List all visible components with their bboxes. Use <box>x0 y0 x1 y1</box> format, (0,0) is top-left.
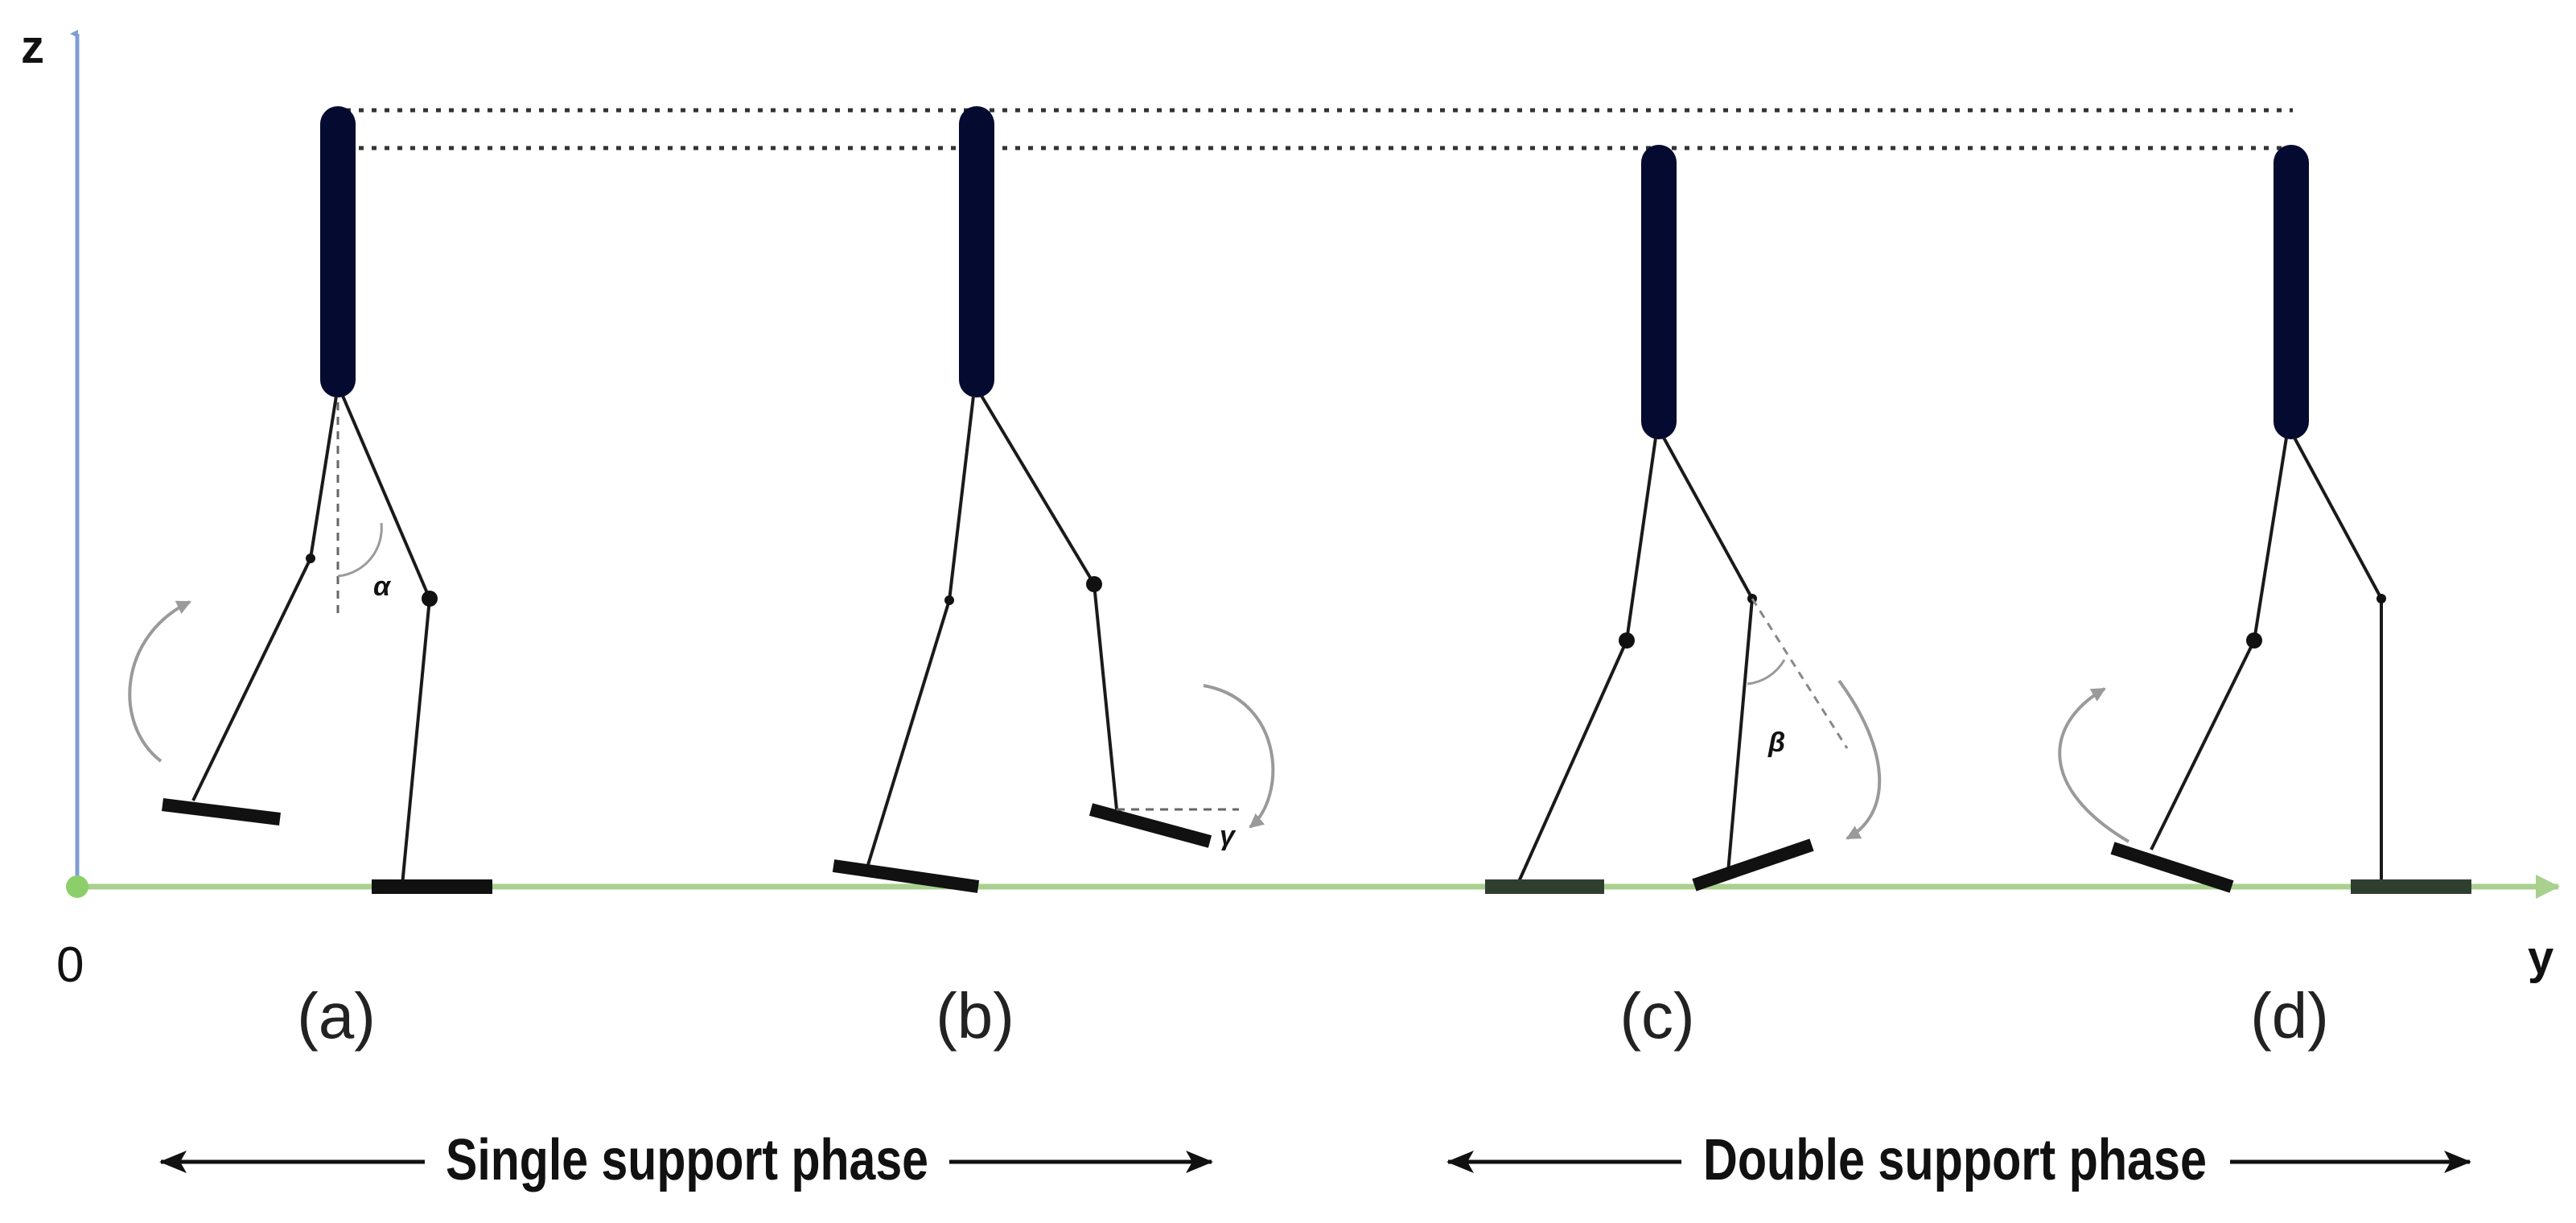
thigh <box>1625 437 1657 641</box>
swing-foot <box>162 798 281 826</box>
double-support-phase-label: Double support phase <box>1703 1128 2207 1192</box>
rotation-arrow <box>1203 684 1275 829</box>
z-axis-label: z <box>21 21 44 73</box>
thigh <box>980 394 1096 586</box>
knee-joint <box>306 554 315 563</box>
torso <box>1641 145 1677 439</box>
knee-joint <box>1619 632 1635 649</box>
shank <box>1726 598 1754 873</box>
angle-arc <box>1747 659 1786 686</box>
shank <box>191 558 312 801</box>
biped-figure-d <box>2058 145 2471 894</box>
single-support-phase-indicator: Single support phase <box>159 1128 1213 1192</box>
figure-label-d: (d) <box>2250 980 2329 1052</box>
swing-arrow <box>2058 687 2130 843</box>
torso <box>320 106 356 397</box>
angle-beta-label: β <box>1767 727 1785 758</box>
torso <box>959 106 994 397</box>
y-axis-label: y <box>2528 932 2553 984</box>
thigh <box>2253 437 2288 641</box>
torso <box>2274 145 2309 439</box>
shank <box>2150 640 2256 850</box>
thigh <box>2293 437 2383 599</box>
thigh <box>948 395 975 601</box>
shank <box>401 598 431 886</box>
push-off-foot <box>1088 803 1212 848</box>
biped-figure-b: γ <box>832 106 1275 893</box>
origin-label: 0 <box>56 937 84 993</box>
shank <box>866 599 951 868</box>
stance-foot <box>832 859 980 893</box>
single-support-phase-label: Single support phase <box>446 1128 928 1192</box>
rotation-arrow <box>1837 679 1882 840</box>
angle-gamma-label: γ <box>1220 821 1237 851</box>
biped-figure-c: β <box>1485 145 1882 894</box>
thigh <box>309 395 338 559</box>
knee-joint <box>422 591 438 607</box>
shank <box>1093 583 1118 810</box>
double-support-phase-indicator: Double support phase <box>1446 1128 2471 1192</box>
knee-joint <box>2376 594 2386 603</box>
knee-joint <box>2246 632 2262 649</box>
angle-arc <box>337 522 383 578</box>
figure-label-c: (c) <box>1619 980 1694 1052</box>
swing-arrow <box>128 600 191 763</box>
swing-foot <box>2110 842 2234 893</box>
shank <box>1516 640 1628 886</box>
angle-alpha-label: α <box>373 571 392 602</box>
biped-figure-a: α <box>128 106 492 894</box>
figure-label-b: (b) <box>936 980 1014 1052</box>
figure-label-a: (a) <box>297 980 376 1052</box>
rear-foot <box>1692 838 1814 892</box>
thigh <box>341 395 431 599</box>
knee-joint <box>1086 576 1102 592</box>
thigh <box>1662 437 1754 599</box>
origin-point <box>66 875 88 898</box>
extension-reference <box>1751 598 1849 749</box>
knee-joint <box>944 595 954 605</box>
